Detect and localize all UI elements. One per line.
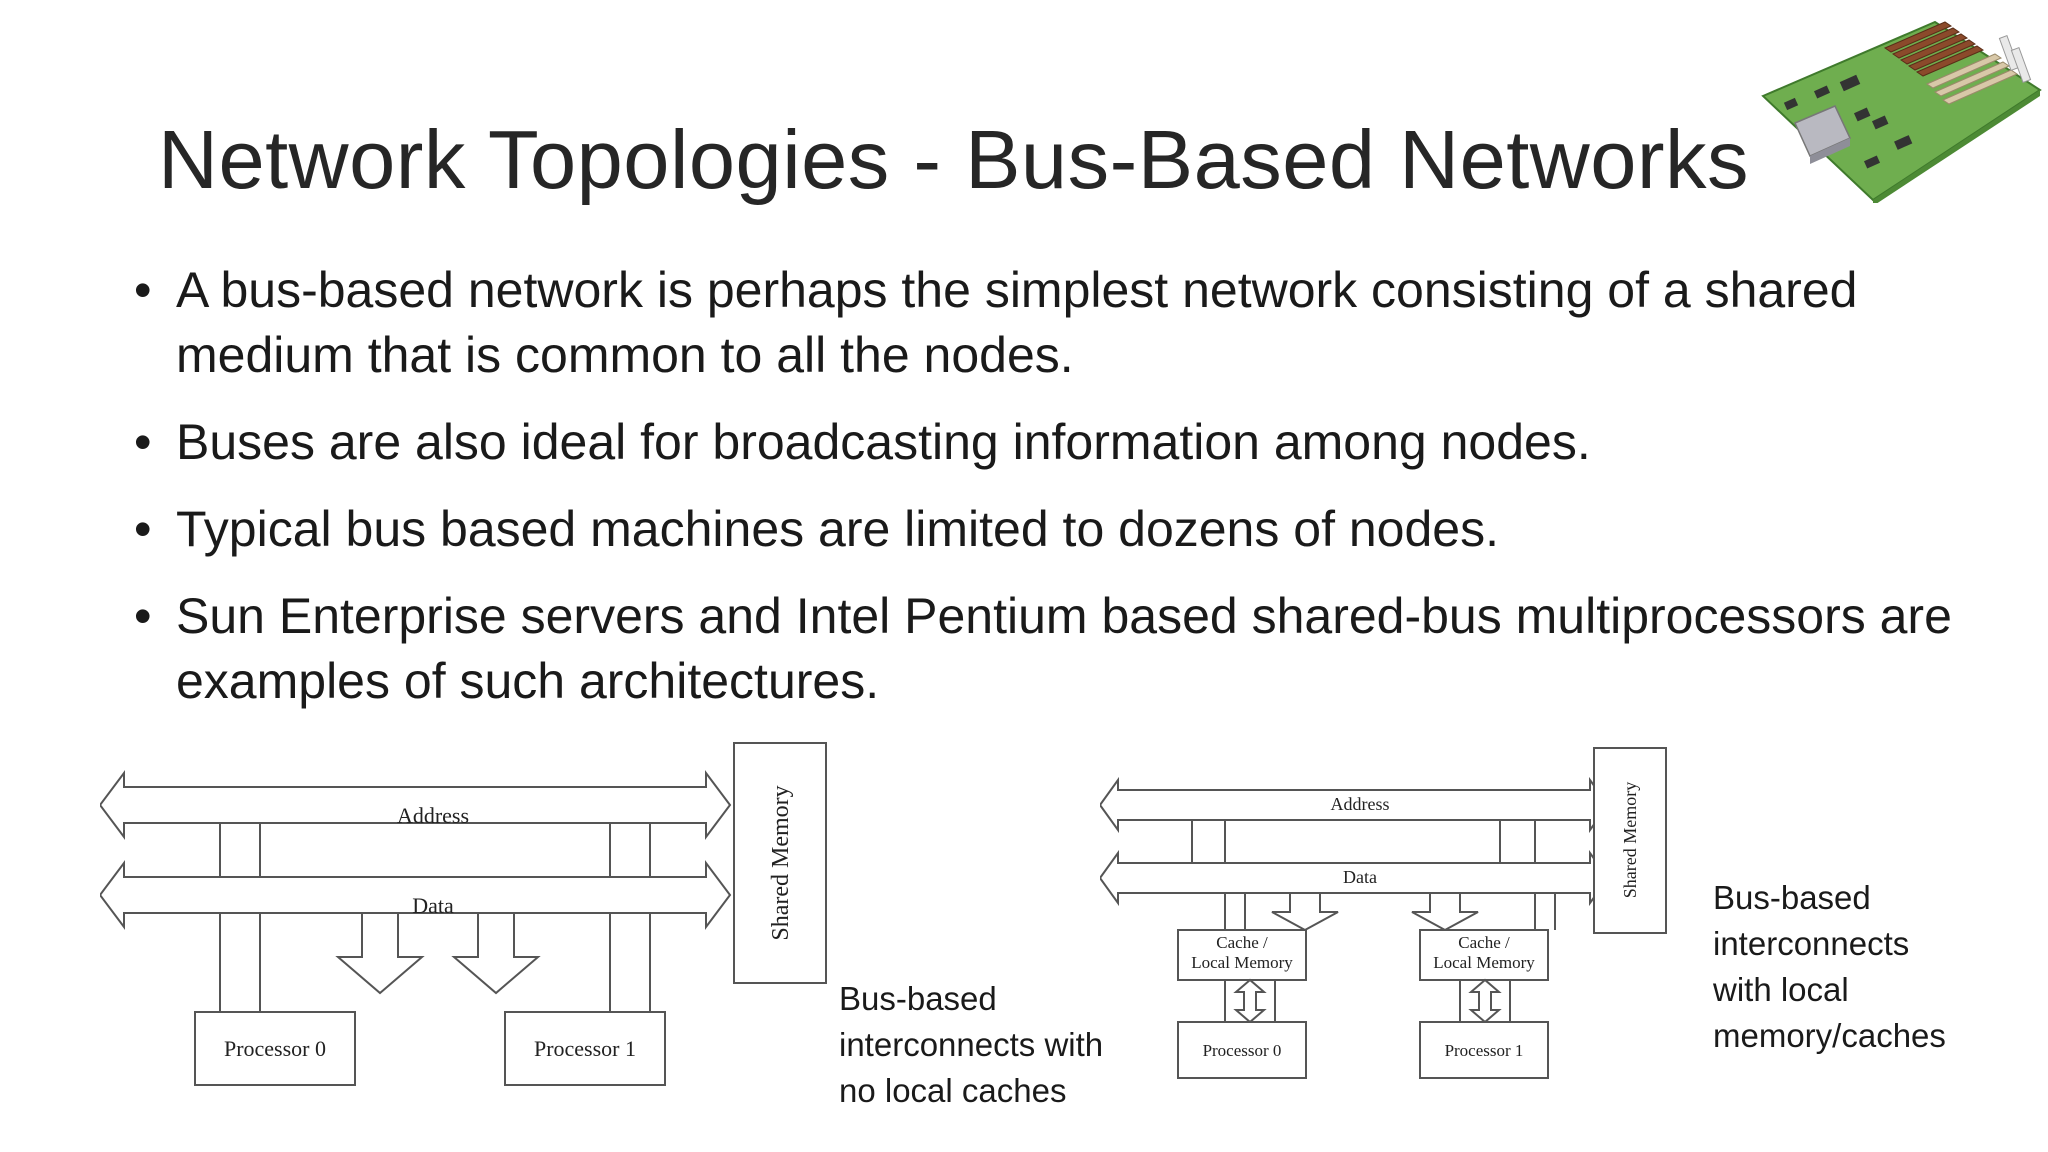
- bullet-item: •A bus-based network is perhaps the simp…: [128, 258, 2008, 388]
- bullet-item: •Buses are also ideal for broadcasting i…: [128, 410, 2008, 475]
- processor-0-label: Processor 0: [224, 1036, 326, 1061]
- shared-memory-label: Shared Memory: [768, 785, 794, 940]
- cache-1-label-line2: Local Memory: [1433, 953, 1535, 972]
- cache-0-label-line1: Cache /: [1216, 933, 1268, 952]
- processor-1-box: [504, 1011, 666, 1086]
- bullet-dot-icon: •: [134, 414, 152, 470]
- diagram-with-cache: Address Data Shared Memory Cache / Local…: [1100, 740, 1680, 1090]
- processor-1-box: [1419, 1021, 1549, 1079]
- cache-1-label-line1: Cache /: [1458, 933, 1510, 952]
- bullet-list: •A bus-based network is perhaps the simp…: [128, 258, 2008, 736]
- processor-0-box: [194, 1011, 356, 1086]
- shared-memory-label: Shared Memory: [1620, 782, 1640, 898]
- processor-0-box: [1177, 1021, 1307, 1079]
- cache-0-label-line2: Local Memory: [1191, 953, 1293, 972]
- bullet-dot-icon: •: [134, 262, 152, 318]
- cache-1-box: [1419, 929, 1549, 981]
- processor-0-label: Processor 0: [1203, 1041, 1282, 1060]
- slide-title: Network Topologies - Bus-Based Networks: [158, 113, 1750, 206]
- diagram-no-cache: Address Data Shared Memory Processor 0 P…: [100, 735, 840, 1095]
- bullet-dot-icon: •: [134, 501, 152, 557]
- shared-memory-box: [733, 742, 827, 984]
- address-label: Address: [1331, 794, 1390, 814]
- address-bus: [100, 770, 732, 840]
- caption-with-cache: Bus-based interconnects with local memor…: [1713, 879, 1946, 1054]
- caption-no-cache: Bus-based interconnects with no local ca…: [839, 980, 1104, 1109]
- bullet-item: •Typical bus based machines are limited …: [128, 497, 2008, 562]
- processor-1-label: Processor 1: [1445, 1041, 1524, 1060]
- data-bus: [100, 860, 732, 930]
- shared-memory-box: [1593, 747, 1667, 934]
- processor-1-label: Processor 1: [534, 1036, 636, 1061]
- address-label: Address: [397, 803, 469, 828]
- data-label: Data: [412, 893, 454, 918]
- cache-0-box: [1177, 929, 1307, 981]
- bullet-dot-icon: •: [134, 588, 152, 644]
- data-label: Data: [1343, 867, 1377, 887]
- motherboard-icon: [1755, 18, 2045, 206]
- bullet-item: •Sun Enterprise servers and Intel Pentiu…: [128, 584, 2008, 714]
